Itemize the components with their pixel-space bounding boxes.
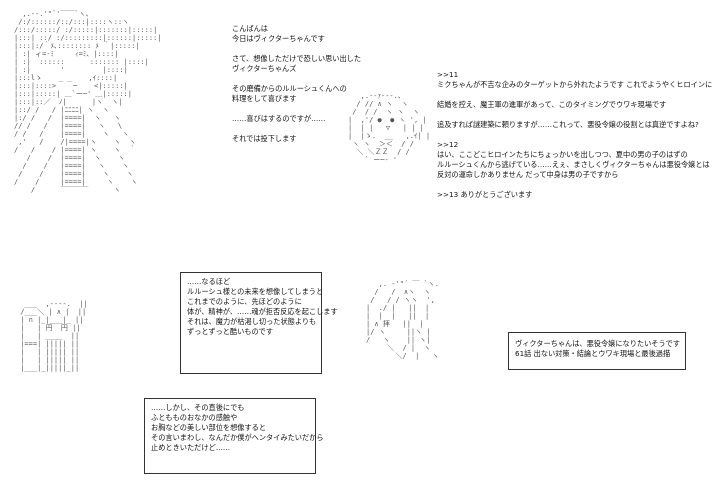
box1-line: それは、魔力が枯渇し切った状態よりも [187, 317, 317, 326]
box1-line: これまでのように、先ほどのように [187, 297, 302, 306]
panel1-line: 今日はヴィクターちゃんです [232, 34, 325, 43]
panel2-line [437, 130, 712, 140]
chapter-line: 61話 出ない対策・結論とウワキ現場と最後過描 [515, 349, 671, 358]
panel1-line: ヴィクターちゃんズ [232, 64, 297, 73]
box1-line: ……なるほど [187, 277, 231, 286]
panel2-line: >>11 [437, 70, 459, 79]
box1-line: ルルーシュ様との未来を想像してしまうと [187, 287, 324, 296]
box1-line: ずっとずっと酷いものです [187, 327, 274, 336]
mascot-ascii-art: ,.-‐ｧ‐‐-.、 / // ∧ ヽ ヽ / / / ヽ ヽ ヽ | ,'/ … [348, 92, 431, 164]
panel1-line [232, 74, 361, 84]
panel1-line [232, 124, 361, 134]
box2-line: ……しかし、その直後にでも [151, 403, 245, 412]
panel1-line: さて、想像しただけで恐しい思い出した [232, 54, 362, 63]
panel2-line: >>12 [437, 140, 459, 149]
panel1-line [232, 104, 361, 114]
panel1-line [232, 44, 361, 54]
box1-line: 体が、精神が、……魂が拒否反応を起こします [187, 307, 338, 316]
panel1-text: こんばんは今日はヴィクターちゃんですさて、想像しただけで恐しい思い出したヴィクタ… [232, 24, 361, 144]
dialog-box-1: ……なるほどルルーシュ様との未来を想像してしまうとこれまでのように、先ほどのよう… [180, 272, 338, 374]
chapter-line: ヴィクターちゃんは、悪役令嬢になりたいそうです [515, 339, 681, 348]
panel2-line [437, 180, 712, 190]
panel2-line: ミクちゃんが不吉な企みのターゲットから外れたようです これでようやくヒロインに [437, 80, 712, 89]
panel2-line [437, 110, 712, 120]
panel1-line: その磨備からのルルーシュくんへの [232, 84, 347, 93]
castle-ascii-art: ___ ,-‐‐-. || /___＼ | ∧ | || | ∩ |_|___|… [20, 300, 88, 372]
box2-line: その言いまわし、なんだか僕がヘンタイみたいだから [151, 433, 324, 442]
couple-ascii-art: ,. ‐'"´ ￣ `ヽ. / / ∧ヽ ヽ / / / ヽヽ ', | ./ … [366, 280, 440, 360]
panel1-line: ……喜びはするのですが…… [232, 114, 326, 123]
girl-ascii-art: ,.-‐.'"¨'￣￣`ヽ、 /:/::::::/::/:::|::::ヽ::ヽ… [14, 10, 162, 194]
panel2-line [437, 90, 712, 100]
box2-line: ふともものおなかの感触や [151, 413, 238, 422]
box2-line: お胸などの美しい部位を想像すると [151, 423, 267, 432]
panel2-line: 結婚を控え、魔王軍の進軍があって、このタイミングでウワキ現場です [437, 100, 667, 109]
box2-line: 止めときいただけど…… [151, 443, 231, 452]
panel2-line: 追及すれば謎建築に頼りますが……これって、悪役令嬢の役割とは真逆ですよね? [437, 120, 699, 129]
panel2-line: はい、ここどこヒロインたちにちょっかいを出しつつ、夏中の男の子のはずの [437, 150, 688, 159]
dialog-box-2: ……しかし、その直後にでもふともものおなかの感触やお胸などの美しい部位を想像する… [144, 398, 324, 474]
panel2-line: 反対の運命しかありません だって中身は男の子ですから [437, 170, 619, 179]
panel1-line: こんばんは [232, 24, 268, 33]
panel1-line: それでは投下します [232, 134, 297, 143]
panel2-line: >>13 ありがとうございます [437, 190, 533, 199]
panel1-line: 料理をして喜びます [232, 94, 297, 103]
panel2-line: ルルーシュくんから逃げている……えぇ、まさしくヴィクターちゃんは悪役令嬢とは [437, 160, 710, 169]
